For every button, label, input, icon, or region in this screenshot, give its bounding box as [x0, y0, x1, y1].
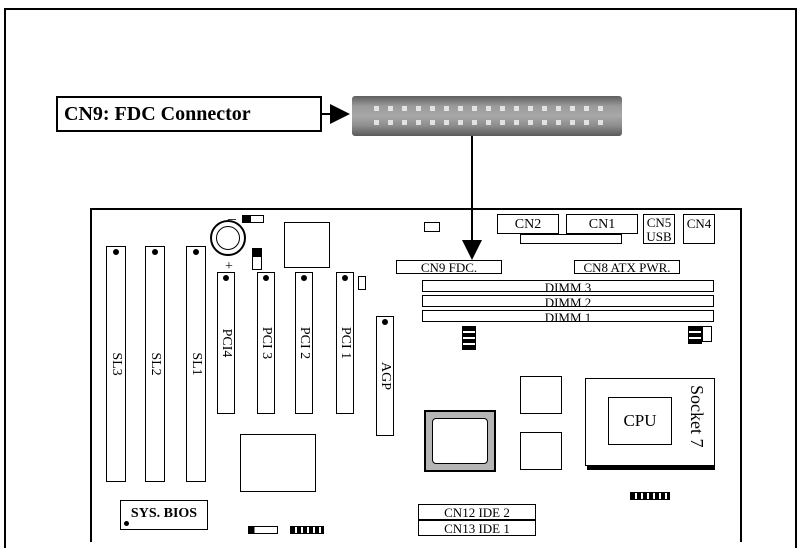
dimm-slot-2: DIMM 2	[422, 295, 714, 310]
socket-lever	[587, 466, 715, 470]
connector-cn1: CN1	[566, 214, 638, 234]
pci-slot-4: PCI4	[217, 272, 235, 414]
connector-cn13-ide1: CN13 IDE 1	[418, 520, 536, 536]
jumper-block-right	[688, 326, 702, 344]
cn9-board-label: CN9 FDC.	[420, 260, 478, 275]
cache-chip-upper	[520, 376, 562, 414]
isa-slot-sl2: SL2	[145, 246, 165, 482]
jumper-bottom-2	[290, 526, 324, 534]
battery	[210, 220, 246, 256]
cpu-label: CPU	[623, 411, 657, 430]
slot-pin1-dot	[301, 275, 307, 281]
slot-pin1-dot	[193, 249, 199, 255]
bios-pin1-dot	[124, 521, 129, 526]
agp-slot: AGP	[376, 316, 394, 436]
connector-cn8-atx-power: CN8 ATX PWR.	[574, 260, 680, 274]
cpu-socket-7: CPU Socket 7	[585, 378, 715, 466]
battery-inner-ring	[216, 226, 240, 250]
chipset-north	[284, 222, 330, 268]
small-capacitor	[358, 276, 366, 290]
pci-slot-label: PCI4	[219, 328, 234, 358]
connector-cn12-ide2: CN12 IDE 2	[418, 504, 536, 520]
io-chip	[240, 434, 316, 492]
isa-slot-label: SL2	[148, 352, 163, 376]
cn4-label: CN4	[686, 216, 712, 231]
figure-frame	[4, 8, 797, 548]
cache-chip-lower	[520, 432, 562, 470]
isa-slot-label: SL3	[109, 352, 124, 376]
slot-pin1-dot	[152, 249, 158, 255]
jumper-block-left	[462, 326, 476, 350]
isa-slot-sl1: SL1	[186, 246, 206, 482]
pci-slot-3: PCI 3	[257, 272, 275, 414]
bios-chip: SYS. BIOS	[120, 500, 208, 530]
isa-slot-label: SL1	[189, 352, 204, 376]
jumper-vertical	[252, 248, 262, 270]
dimm-label: DIMM 1	[544, 310, 592, 325]
usb-label: USB	[646, 229, 672, 244]
slot-pin1-dot	[223, 275, 229, 281]
connector-cn2-cn1-base	[520, 234, 622, 244]
slot-pin1-dot	[263, 275, 269, 281]
chipset-main-die	[432, 418, 488, 464]
connector-cn4: CN4	[683, 214, 715, 244]
isa-slot-sl3: SL3	[106, 246, 126, 482]
cn5-label: CN5	[646, 215, 672, 230]
pci-slot-label: PCI 1	[338, 326, 353, 360]
connector-cn2: CN2	[497, 214, 559, 234]
battery-minus-sign: _	[228, 205, 236, 222]
connector-cn5-usb: CN5 USB	[643, 214, 675, 244]
jumper-block-right-cap	[702, 326, 712, 342]
cn9-callout-label: CN9: FDC Connector	[56, 96, 322, 132]
cn8-label: CN8 ATX PWR.	[583, 260, 671, 275]
small-chip-top	[424, 222, 440, 232]
slot-pin1-dot	[342, 275, 348, 281]
cn1-label: CN1	[588, 217, 616, 232]
jumper-bottom-1	[248, 526, 278, 534]
cn13-label: CN13 IDE 1	[444, 521, 510, 536]
fdc-connector-photo	[352, 96, 622, 136]
pci-slot-2: PCI 2	[295, 272, 313, 414]
pci-slot-label: PCI 2	[297, 326, 312, 360]
motherboard-outline	[90, 208, 742, 542]
cn2-label: CN2	[514, 217, 542, 232]
dimm-slot-1: DIMM 1	[422, 310, 714, 325]
jumper-top	[242, 215, 264, 223]
dimm-slot-3: DIMM 3	[422, 280, 714, 295]
connector-pins	[374, 106, 603, 125]
battery-plus-sign: +	[225, 259, 233, 274]
socket-label: Socket 7	[687, 385, 707, 448]
chipset-main	[424, 410, 496, 472]
jumper-block-bottom-right	[630, 492, 670, 500]
pci-slot-1: PCI 1	[336, 272, 354, 414]
cn12-label: CN12 IDE 2	[444, 505, 510, 520]
bios-label: SYS. BIOS	[130, 506, 198, 521]
pci-slot-label: PCI 3	[259, 326, 274, 360]
agp-slot-label: AGP	[378, 361, 393, 391]
dimm-label: DIMM 3	[544, 280, 592, 295]
dimm-label: DIMM 2	[544, 295, 592, 310]
cpu: CPU	[608, 397, 672, 445]
slot-pin1-dot	[113, 249, 119, 255]
connector-cn9-fdc: CN9 FDC.	[396, 260, 502, 274]
slot-pin1-dot	[382, 319, 388, 325]
